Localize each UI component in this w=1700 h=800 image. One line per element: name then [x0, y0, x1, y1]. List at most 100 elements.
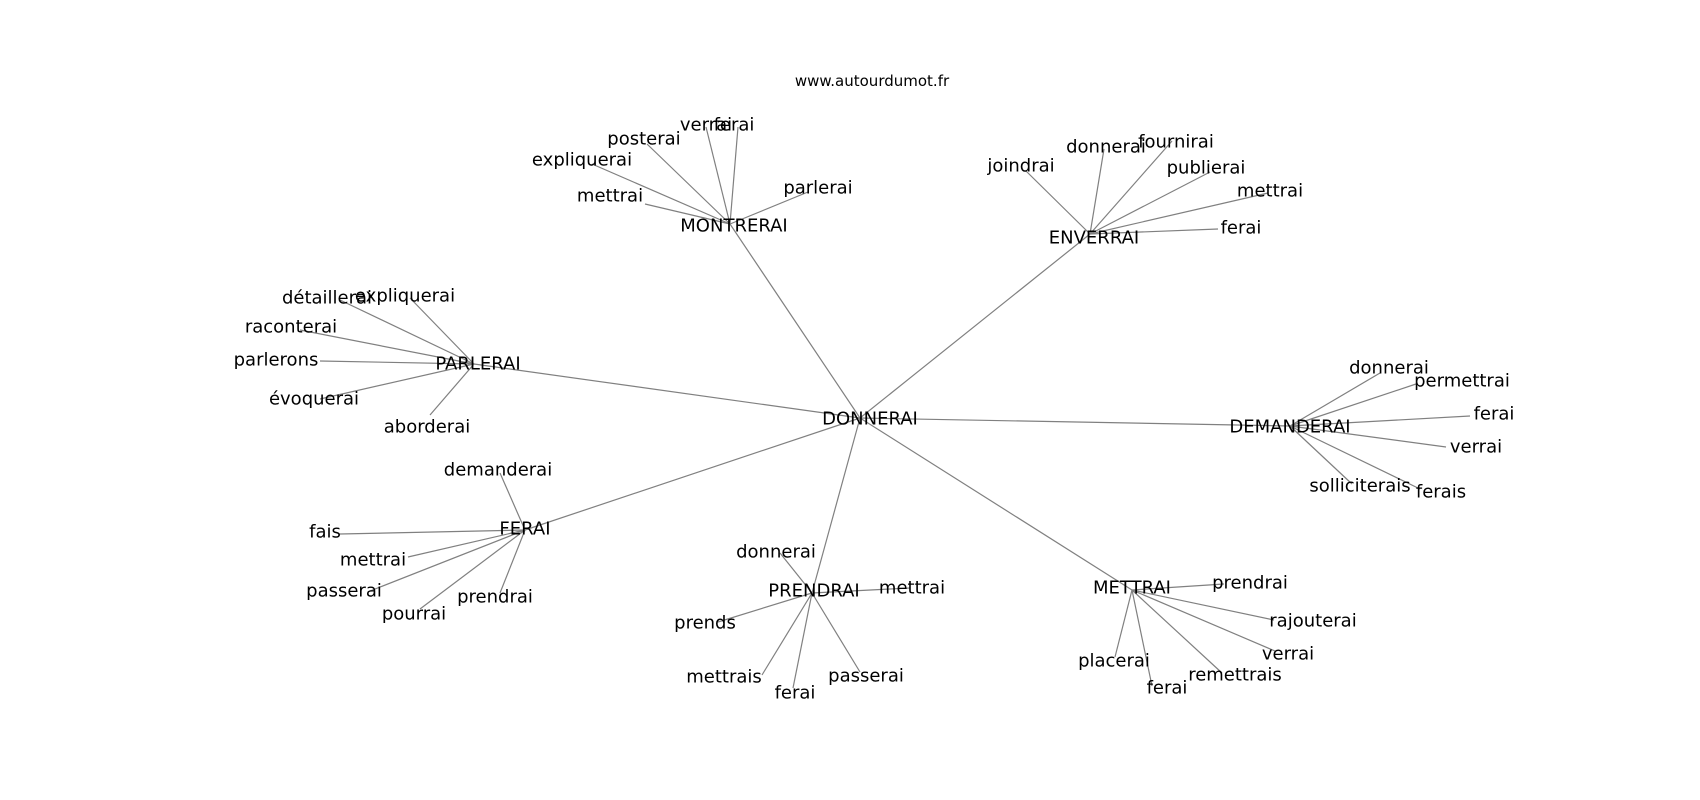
graph-edges: [299, 126, 1471, 689]
edge-hub-to-leaf: [499, 529, 526, 594]
edge-hub-to-leaf: [1089, 228, 1219, 235]
leaf-word-label: mettrais: [686, 667, 762, 688]
edge-hub-to-leaf: [1114, 589, 1133, 658]
leaf-word-label: ferai: [1147, 678, 1188, 699]
leaf-word-label: raconterai: [245, 317, 337, 338]
site-credit: www.autourdumot.fr: [794, 72, 950, 90]
edge-hub-to-leaf: [429, 363, 475, 416]
hub-word-label: MONTRERAI: [680, 216, 787, 237]
leaf-word-label: demanderai: [444, 460, 552, 481]
edge-center-to-hub: [859, 417, 1291, 427]
edge-hub-to-leaf: [1089, 192, 1269, 235]
leaf-word-label: évoquerai: [269, 389, 359, 410]
edge-hub-to-leaf: [499, 472, 526, 531]
leaf-word-label: verrai: [1262, 644, 1314, 665]
edge-center-to-hub: [859, 233, 1091, 419]
edge-hub-to-leaf: [1025, 170, 1091, 235]
edge-hub-to-leaf: [644, 203, 731, 225]
edge-hub-to-leaf: [1131, 589, 1153, 687]
edge-hub-to-leaf: [339, 299, 475, 365]
hub-word-label: PRENDRAI: [768, 581, 859, 602]
edge-hub-to-leaf: [1131, 583, 1225, 591]
leaf-word-label: remettrais: [1188, 665, 1282, 686]
edge-hub-to-leaf: [369, 529, 526, 592]
edge-hub-to-leaf: [1131, 589, 1276, 652]
hub-word-label: METTRAI: [1093, 578, 1171, 599]
edge-center-to-hub: [811, 417, 861, 594]
leaf-word-label: placerai: [1078, 651, 1150, 672]
edge-center-to-hub: [473, 363, 861, 419]
hub-word-label: PARLERAI: [435, 354, 520, 375]
leaf-word-label: ferai: [1221, 218, 1262, 239]
leaf-word-label: mettrai: [879, 578, 945, 599]
edge-hub-to-leaf: [729, 191, 809, 225]
leaf-word-label: prends: [674, 613, 736, 634]
edge-hub-to-leaf: [319, 360, 475, 365]
edge-hub-to-leaf: [729, 126, 739, 225]
edge-hub-to-leaf: [339, 529, 526, 535]
leaf-word-label: passerai: [828, 666, 904, 687]
edge-hub-to-leaf: [1089, 140, 1173, 235]
edge-hub-to-leaf: [591, 163, 731, 225]
edge-hub-to-leaf: [811, 592, 861, 673]
leaf-word-label: fais: [309, 522, 341, 543]
leaf-word-label: ferai: [1474, 404, 1515, 425]
leaf-word-label: aborderai: [384, 417, 470, 438]
hub-word-label: DEMANDERAI: [1229, 417, 1350, 438]
edge-hub-to-leaf: [779, 552, 813, 594]
leaf-word-label: verrai: [680, 115, 732, 136]
leaf-word-label: fournirai: [1138, 132, 1214, 153]
leaf-word-label: posterai: [607, 129, 680, 150]
edge-hub-to-leaf: [792, 592, 813, 689]
leaf-word-label: pourrai: [382, 604, 446, 625]
leaf-word-label: mettrai: [1237, 181, 1303, 202]
leaf-word-label: parlerai: [783, 178, 852, 199]
edge-hub-to-leaf: [1289, 425, 1353, 485]
leaf-word-label: expliquerai: [532, 150, 632, 171]
edge-hub-to-leaf: [1289, 415, 1471, 427]
edge-hub-to-leaf: [419, 529, 526, 610]
leaf-word-label: détaillerai: [282, 288, 372, 309]
leaf-word-label: donnerai: [1066, 137, 1146, 158]
graph-labels: mettraiexpliqueraiposteraiverraiferaipar…: [234, 115, 1515, 704]
leaf-word-label: donnerai: [1349, 358, 1429, 379]
edge-hub-to-leaf: [1289, 372, 1381, 427]
leaf-word-label: ferai: [775, 683, 816, 704]
hub-word-label: ENVERRAI: [1049, 228, 1139, 249]
leaf-word-label: solliciterais: [1309, 476, 1410, 497]
edge-hub-to-leaf: [319, 363, 475, 400]
leaf-word-label: verrai: [1450, 437, 1502, 458]
leaf-word-label: rajouterai: [1269, 611, 1356, 632]
edge-hub-to-leaf: [717, 592, 813, 623]
edge-hub-to-leaf: [407, 529, 526, 558]
leaf-word-label: donnerai: [736, 542, 816, 563]
edge-center-to-hub: [729, 223, 861, 419]
hub-word-label: FERAI: [499, 519, 550, 540]
leaf-word-label: joindrai: [986, 156, 1054, 177]
leaf-word-label: expliquerai: [355, 286, 455, 307]
center-word-label: DONNERAI: [822, 409, 918, 430]
edge-hub-to-leaf: [1289, 383, 1417, 427]
edge-center-to-hub: [859, 417, 1133, 591]
edge-hub-to-leaf: [1089, 148, 1105, 235]
edge-hub-to-leaf: [646, 143, 731, 225]
leaf-word-label: passerai: [306, 581, 382, 602]
edge-hub-to-leaf: [1289, 425, 1447, 448]
leaf-word-label: prendrai: [457, 587, 533, 608]
edge-hub-to-leaf: [705, 126, 731, 225]
leaf-word-label: ferais: [1416, 482, 1466, 503]
edge-hub-to-leaf: [1131, 589, 1275, 621]
leaf-word-label: publierai: [1167, 158, 1246, 179]
edge-hub-to-leaf: [299, 329, 475, 365]
leaf-word-label: mettrai: [577, 186, 643, 207]
edge-hub-to-leaf: [1131, 589, 1223, 674]
leaf-word-label: ferai: [714, 115, 755, 136]
edge-hub-to-leaf: [1289, 425, 1421, 490]
leaf-word-label: prendrai: [1212, 573, 1288, 594]
edge-hub-to-leaf: [761, 592, 813, 676]
leaf-word-label: permettrai: [1414, 371, 1510, 392]
edge-hub-to-leaf: [409, 297, 475, 365]
edge-hub-to-leaf: [1089, 171, 1211, 235]
leaf-word-label: mettrai: [340, 550, 406, 571]
